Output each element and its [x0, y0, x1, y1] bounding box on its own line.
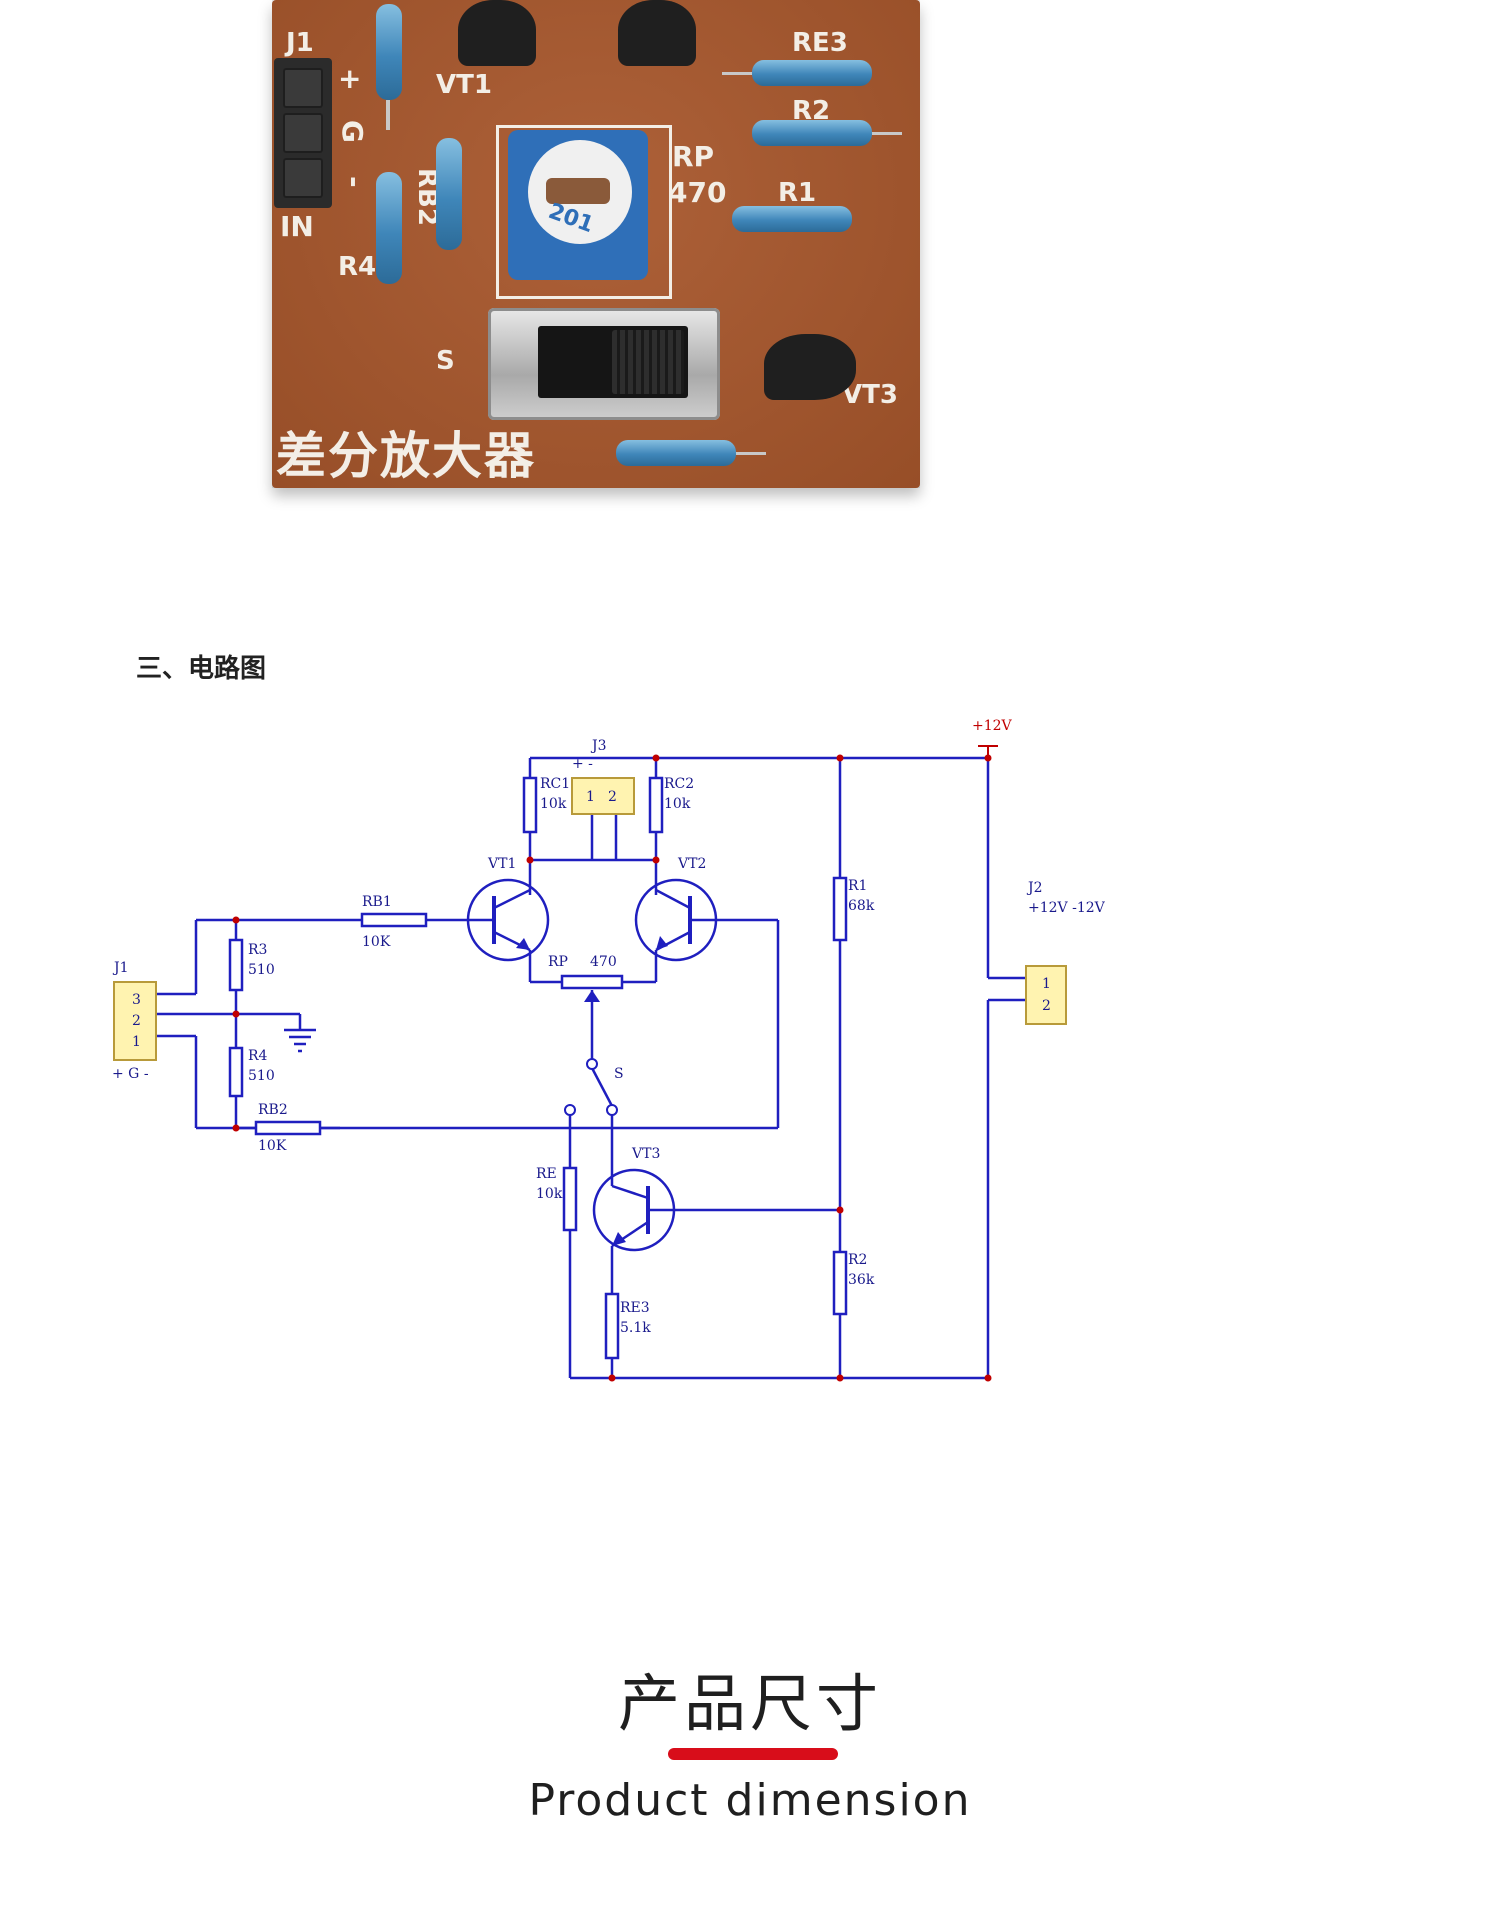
resistor-lead: [736, 452, 766, 455]
label-re3-value: 5.1k: [620, 1320, 651, 1336]
label-r3: R3: [248, 942, 267, 958]
pcb-label-rp: RP: [672, 140, 715, 173]
dimension-title-en: Product dimension: [528, 1775, 972, 1826]
label-rc1-value: 10k: [540, 796, 567, 812]
pcb-label-r4: R4: [338, 252, 377, 282]
section-title: 三、电路图: [136, 654, 267, 684]
ground-symbol: [284, 1028, 316, 1053]
label-rc2: RC2: [664, 776, 694, 792]
label-j2-pins: +12V -12V: [1028, 900, 1106, 916]
label-r2-value: 36k: [848, 1272, 875, 1288]
pcb-label-vt3: VT3: [842, 380, 898, 410]
transistor-vt1: [458, 0, 536, 66]
label-s: S: [614, 1066, 624, 1082]
resistor-symbols: [228, 776, 848, 1360]
resistor-r2: [752, 120, 872, 146]
label-rp: RP: [548, 954, 568, 970]
header-pin: [283, 68, 323, 108]
label-j2: J2: [1026, 880, 1043, 896]
label-r3-value: 510: [248, 962, 275, 978]
pcb-label-r1: R1: [778, 178, 817, 208]
label-j3-pins: + -: [572, 756, 593, 772]
label-j1-pin2: 2: [132, 1013, 141, 1029]
pcb-label-re3: RE3: [792, 28, 848, 58]
resistor-rb2: [436, 138, 462, 250]
pcb-label-in: IN: [280, 210, 314, 243]
transistor-vt3: [764, 334, 856, 400]
label-j1-pins: + G -: [112, 1066, 149, 1082]
label-j3-pin2: 2: [608, 789, 617, 805]
label-rb1: RB1: [362, 894, 392, 910]
label-rc2-value: 10k: [664, 796, 691, 812]
label-j2-pin1: 1: [1042, 976, 1051, 992]
connectors: [113, 777, 1067, 1061]
label-r4-value: 510: [248, 1068, 275, 1084]
label-rb1-value: 10K: [362, 934, 391, 950]
pcb-label-j1: J1: [286, 28, 314, 58]
label-re-value: 10k: [536, 1186, 563, 1202]
switch-contacts: [564, 1058, 618, 1116]
rp-wiper-arrow: [584, 990, 600, 1002]
label-r1: R1: [848, 878, 867, 894]
resistor-rb1: [376, 4, 402, 100]
label-j1-pin1: 1: [132, 1034, 141, 1050]
label-j3-pin1: 1: [586, 789, 595, 805]
resistor-re: [616, 440, 736, 466]
label-r1-value: 68k: [848, 898, 875, 914]
transistor-vt2: [618, 0, 696, 66]
wires: [156, 756, 1026, 1380]
label-rb2-value: 10K: [258, 1138, 287, 1154]
dimension-title-cn: 产品尺寸: [617, 1667, 882, 1740]
pot-adjust-slot: [546, 178, 610, 204]
pcb-label-vt1: VT1: [436, 70, 492, 100]
switch-knob: [612, 330, 684, 394]
circuit-schematic: +12V J3 + - RC1 10k RC2 10k 1 2 VT1 VT2 …: [112, 718, 1106, 1382]
junction-dots: [232, 754, 992, 1382]
transistor-arrows: [516, 936, 668, 1246]
label-j2-pin2: 2: [1042, 998, 1051, 1014]
label-rb2: RB2: [258, 1102, 288, 1118]
header-pin: [283, 158, 323, 198]
label-j3: J3: [590, 738, 607, 754]
resistor-lead: [872, 132, 902, 135]
label-r2: R2: [848, 1252, 867, 1268]
label-r4: R4: [248, 1048, 268, 1064]
label-rp-value: 470: [590, 954, 617, 970]
label-j1-pin3: 3: [132, 992, 141, 1008]
label-re3: RE3: [620, 1300, 650, 1316]
label-vt1: VT1: [487, 856, 516, 872]
label-vt2: VT2: [677, 856, 706, 872]
pcb-title-silkscreen: 差分放大器: [276, 426, 536, 485]
resistor-lead: [722, 72, 752, 75]
label-vt3: VT3: [631, 1146, 660, 1162]
label-re: RE: [536, 1166, 557, 1182]
pcb-label-g: G: [336, 120, 369, 143]
dimension-accent-bar: [668, 1748, 838, 1760]
label-j1: J1: [112, 960, 129, 976]
pcb-label-minus: -: [338, 176, 371, 188]
resistor-r1: [732, 206, 852, 232]
header-pin: [283, 113, 323, 153]
label-v12: +12V: [972, 718, 1013, 734]
resistor-r4: [376, 172, 402, 284]
input-header-j1: [274, 58, 332, 208]
pcb-label-rp-value: 470: [668, 176, 727, 209]
pcb-label-plus: +: [338, 62, 362, 95]
pcb-label-s: S: [436, 346, 455, 376]
resistor-lead: [386, 100, 390, 130]
pot-outline: [496, 125, 672, 299]
label-rc1: RC1: [540, 776, 570, 792]
resistor-re3: [752, 60, 872, 86]
